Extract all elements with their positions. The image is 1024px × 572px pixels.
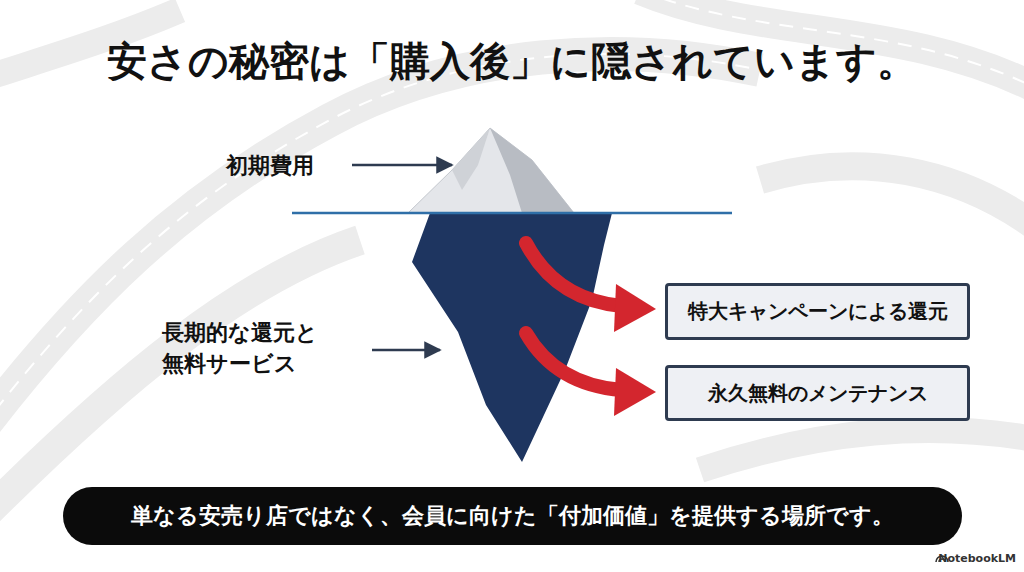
leader-arrow: [352, 164, 452, 167]
waterline: [292, 212, 732, 215]
caption-bar: [63, 487, 962, 545]
label: 初期費用: [226, 151, 314, 182]
title: 安さの秘密は「購入後」に隠されています。: [0, 34, 1024, 89]
watermark: NotebookLM: [938, 551, 1016, 566]
box-label: 永久無料のメンテナンス: [708, 380, 928, 407]
box-label: 特大キャンペーンによる還元: [688, 298, 948, 325]
caption: 単なる安売り店ではなく、会員に向けた「付加価値」を提供する場所です。: [63, 487, 962, 545]
text-box: 永久無料のメンテナンス: [665, 365, 970, 421]
label: 長期的な還元と 無料サービス: [162, 318, 330, 380]
text-box: 特大キャンペーンによる還元: [665, 283, 970, 340]
leader-arrow: [372, 349, 440, 352]
road-background: [0, 0, 1024, 520]
red-arrow: [526, 243, 656, 416]
